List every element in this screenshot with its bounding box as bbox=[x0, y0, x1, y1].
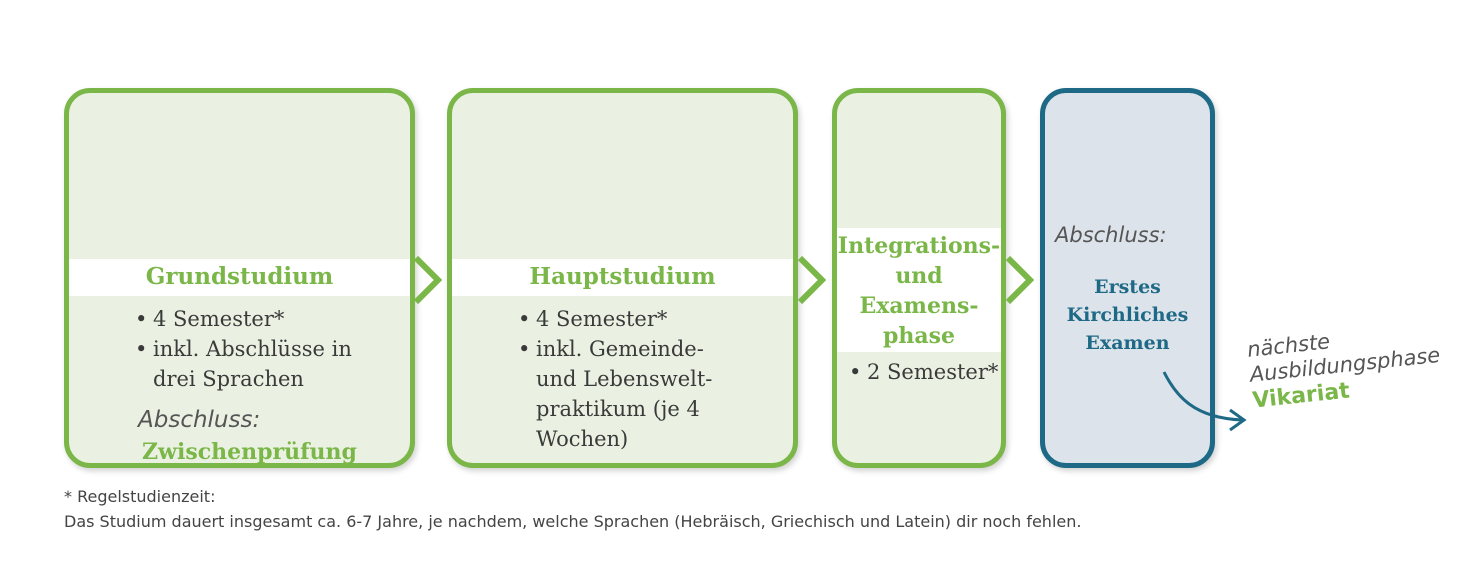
curved-arrow-icon bbox=[1162, 371, 1247, 432]
phase-box-hauptstudium: Hauptstudium 4 Semester* inkl. Gemeinde-… bbox=[447, 88, 798, 468]
bullet-list: 4 Semester* inkl. Abschlüsse in drei Spr… bbox=[135, 304, 365, 394]
phase-box-grundstudium: Grundstudium 4 Semester* inkl. Abschlüss… bbox=[64, 88, 415, 468]
list-item: inkl. Gemeinde- und Lebenswelt- praktiku… bbox=[518, 334, 723, 454]
phase-title: Hauptstudium bbox=[529, 263, 716, 290]
list-item: 2 Semester* bbox=[849, 357, 1001, 387]
footnote-line2: Das Studium dauert insgesamt ca. 6-7 Jah… bbox=[64, 512, 1082, 531]
phase-title: Integrations- und Examens- phase bbox=[837, 233, 1001, 349]
bullet-list: 2 Semester* bbox=[849, 357, 1001, 387]
abschluss-label: Abschluss: bbox=[138, 407, 261, 433]
footnote-line1: * Regelstudienzeit: bbox=[64, 487, 216, 506]
next-phase-note: nächste Ausbildungsphase Vikariat bbox=[1246, 318, 1444, 416]
phase-title: Grundstudium bbox=[145, 263, 334, 290]
title-band bbox=[837, 228, 1001, 352]
phase-box-examensphase: Integrations- und Examens- phase 2 Semes… bbox=[832, 88, 1006, 468]
title-band bbox=[69, 259, 410, 296]
list-item: inkl. Abschlüsse in drei Sprachen bbox=[135, 334, 365, 394]
abschluss-value: Zwischenprüfung bbox=[142, 439, 357, 465]
phase-box-examen: Abschluss: Erstes Kirchliches Examen bbox=[1040, 88, 1215, 468]
abschluss-label: Abschluss: bbox=[1055, 223, 1167, 247]
bullet-list: 4 Semester* inkl. Gemeinde- und Lebenswe… bbox=[518, 304, 723, 454]
chevron-right-icon bbox=[1005, 255, 1035, 305]
list-item: 4 Semester* bbox=[518, 304, 723, 334]
title-band bbox=[452, 259, 793, 296]
phase-title: Erstes Kirchliches Examen bbox=[1066, 276, 1189, 354]
chevron-right-icon bbox=[797, 255, 827, 305]
chevron-right-icon bbox=[413, 255, 443, 305]
list-item: 4 Semester* bbox=[135, 304, 365, 334]
